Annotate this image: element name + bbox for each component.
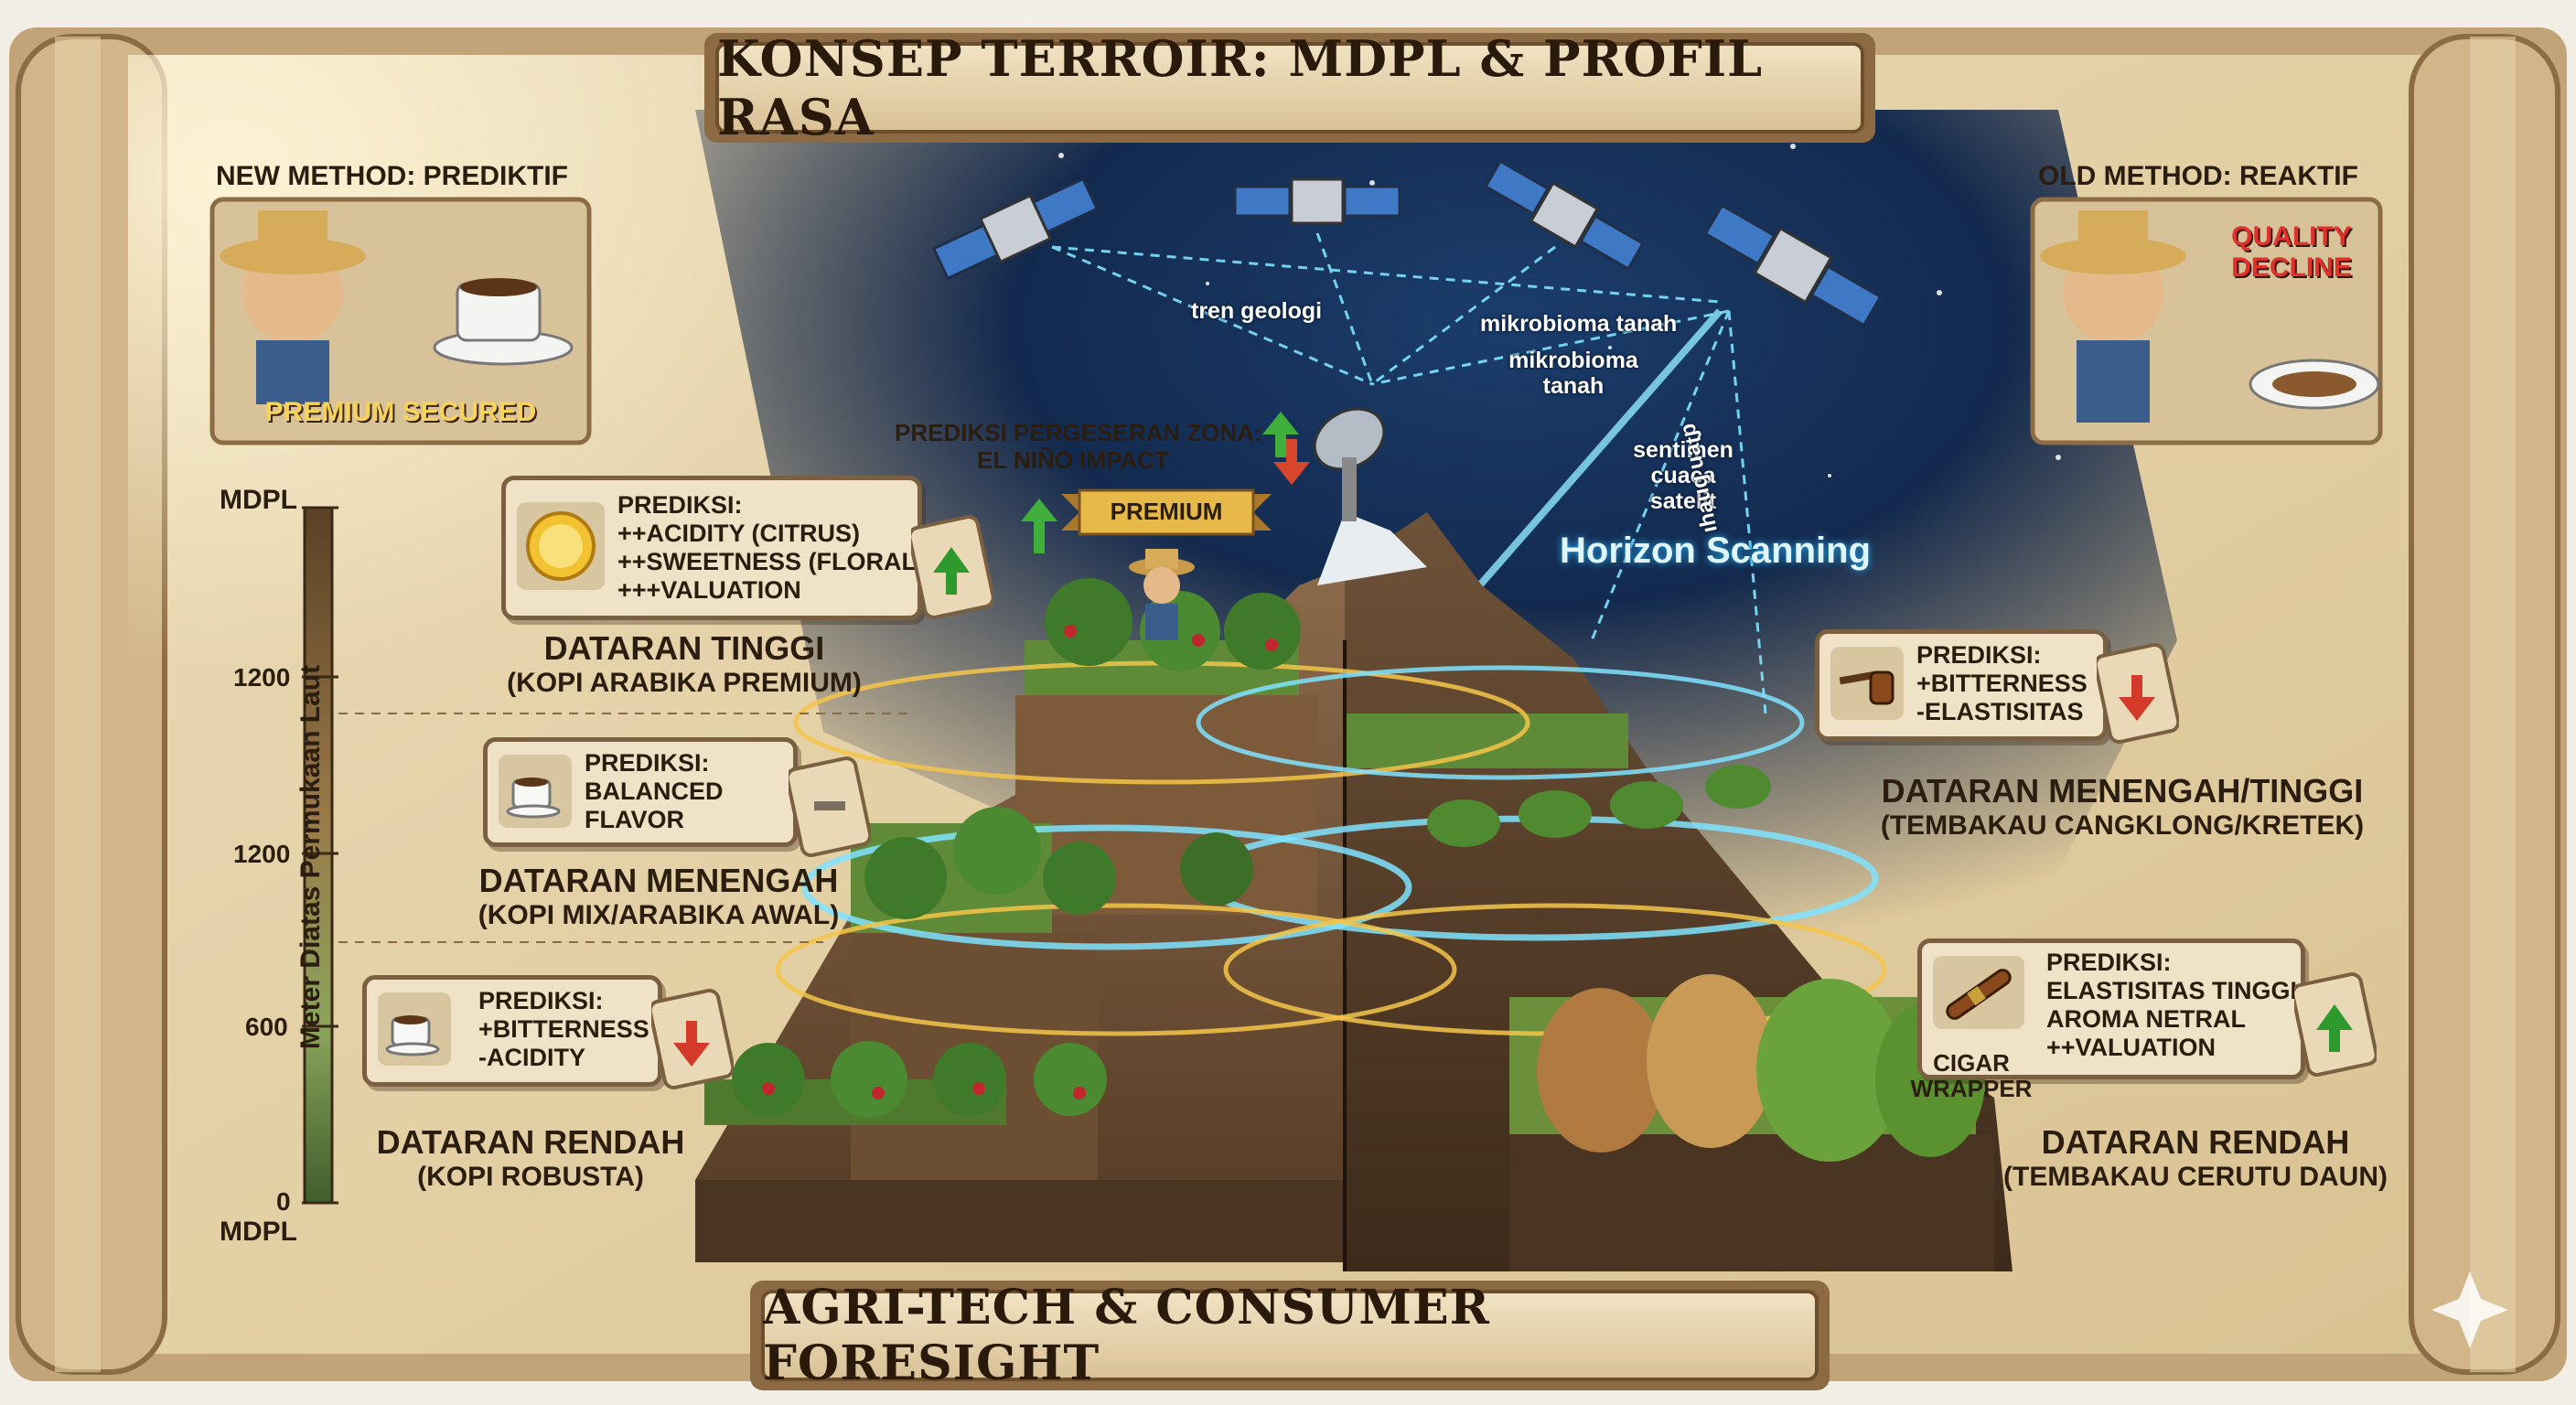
card-line: FLAVOR — [585, 806, 684, 833]
card-line: PREDIKSI: — [2046, 949, 2172, 976]
axis-tick-label: 0 — [276, 1187, 291, 1216]
satellite-4 — [1703, 203, 1883, 327]
axis-tick-label: 1200 — [233, 840, 291, 868]
card-line: +++VALUATION — [617, 576, 801, 604]
new-method-label: NEW METHOD: PREDIKTIF — [216, 161, 568, 191]
zone-dataran-menengah: DATARAN MENENGAH(KOPI MIX/ARABIKA AWAL) — [478, 862, 840, 930]
down-tag-icon — [2097, 643, 2179, 744]
axis-top-label: MDPL — [220, 485, 297, 515]
premium-ribbon — [1061, 488, 1272, 536]
zone-tembakau-rendah: DATARAN RENDAH(TEMBAKAU CERUTU DAUN) — [2003, 1123, 2388, 1192]
sparkle-icon — [2431, 1271, 2508, 1348]
satellite-links — [1051, 232, 1767, 714]
card-line: BALANCED — [585, 778, 724, 805]
axis-title: Meter Diatas Permukaan Laut — [295, 664, 326, 1050]
altitude-guides — [338, 713, 915, 943]
altitude-rings — [775, 660, 1887, 1036]
zone-dataran-tinggi: DATARAN TINGGI(KOPI ARABIKA PREMIUM) — [507, 629, 862, 698]
footer-banner-frame — [750, 1281, 1830, 1390]
zone-dataran-rendah-kopi: DATARAN RENDAH(KOPI ROBUSTA) — [376, 1123, 685, 1192]
satellite-3 — [1484, 159, 1645, 271]
card-line: AROMA NETRAL — [2046, 1005, 2246, 1033]
footer-title: AGRI-TECH & CONSUMER FORESIGHT — [763, 1280, 1490, 1391]
label-mikrobioma-1: mikrobioma tanah — [1480, 311, 1678, 337]
axis-tick-label: 1200 — [233, 663, 291, 692]
card-dataran-menengah: PREDIKSI: BALANCED FLAVOR — [483, 737, 798, 847]
card-line: +BITTERNESS — [478, 1015, 649, 1043]
label-tren-geologi: tren geologi — [1191, 298, 1323, 324]
premium-ribbon-label: PREMIUM — [1110, 498, 1223, 525]
neutral-tag-icon — [789, 756, 871, 857]
coffee-cup-icon — [378, 992, 451, 1066]
up-tag-icon — [911, 515, 993, 619]
old-method-label: OLD METHOD: REAKTIF — [2038, 161, 2358, 191]
axis-ticks — [302, 506, 338, 1205]
horizon-scanning-label: Horizon Scanning — [1560, 531, 1871, 571]
card-line: ELASTISITAS TINGGI — [2046, 977, 2298, 1004]
satellite-2 — [1233, 177, 1401, 225]
card-tembakau-menengah: PREDIKSI: +BITTERNESS -ELASTISITAS — [1815, 629, 2108, 741]
coffee-cup-icon — [499, 755, 572, 828]
tobacco-plants — [1427, 765, 1985, 1162]
cigar-icon — [1933, 956, 2024, 1029]
axis-bottom-label: MDPL — [220, 1217, 297, 1247]
new-method-panel — [209, 197, 592, 445]
title-banner-frame — [704, 33, 1875, 143]
card-line: PREDIKSI: — [1916, 641, 2042, 669]
card-tembakau-rendah: PREDIKSI: ELASTISITAS TINGGI AROMA NETRA… — [1917, 938, 2305, 1079]
satellite-1 — [931, 177, 1100, 281]
up-tag-icon — [2294, 972, 2377, 1077]
card-line: PREDIKSI: — [585, 749, 710, 777]
satellite-dish-icon — [1313, 407, 1386, 521]
axis-tick-label: 600 — [245, 1013, 288, 1041]
zone-shift-label: PREDIKSI PERGESERAN ZONA:EL NIÑO IMPACT — [895, 419, 1262, 474]
page-title: KONSEP TERROIR: MDPL & PROFIL RASA — [717, 29, 1764, 146]
card-line: ++SWEETNESS (FLORAL) — [617, 548, 926, 575]
card-line: -ELASTISITAS — [1916, 698, 2084, 725]
premium-secured-badge: PREMIUM SECURED — [264, 397, 537, 427]
card-dataran-tinggi: PREDIKSI: ++ACIDITY (CITRUS) ++SWEETNESS… — [501, 476, 926, 620]
card-line: -ACIDITY — [478, 1044, 585, 1071]
card-line: ++ACIDITY (CITRUS) — [617, 520, 861, 547]
down-tag-icon — [651, 989, 734, 1089]
card-line: ++VALUATION — [2046, 1034, 2216, 1061]
altitude-axis-bar — [303, 506, 334, 1205]
zone-tembakau-menengah: DATARAN MENENGAH/TINGGI(TEMBAKAU CANGKLO… — [1880, 772, 2365, 841]
card-line: PREDIKSI: — [617, 491, 743, 519]
pipe-icon — [1830, 647, 1904, 720]
old-method-panel — [2030, 197, 2383, 445]
lemon-icon — [517, 502, 605, 590]
card-line: +BITTERNESS — [1916, 670, 2088, 697]
farmer-figure — [1129, 549, 1195, 640]
zone-shift-arrows — [1021, 412, 1310, 553]
card-line: PREDIKSI: — [478, 987, 604, 1014]
card-dataran-rendah-kopi: PREDIKSI: +BITTERNESS -ACIDITY — [362, 975, 662, 1087]
